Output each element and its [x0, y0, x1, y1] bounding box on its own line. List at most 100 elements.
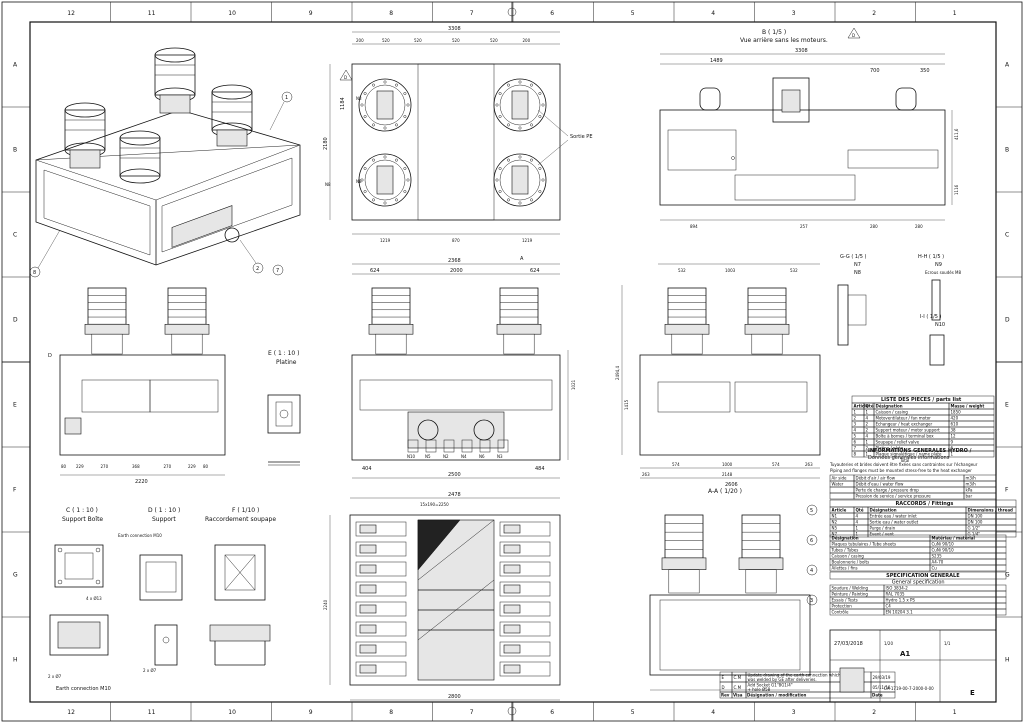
table-cell-text: Essais / Tests [832, 598, 858, 603]
side-height-dim-2: 1415 [624, 399, 629, 410]
motor [87, 287, 127, 325]
top-dim-label: 520 [452, 38, 460, 43]
table-header: Désignation [832, 536, 859, 541]
slot [499, 581, 551, 597]
table-cell-text: Tubes / Tubes [831, 548, 859, 553]
border-row-label: F [1005, 487, 1009, 494]
motor-flange [368, 323, 414, 335]
slot-port [503, 544, 521, 554]
flange-bolt [406, 178, 410, 182]
motor-hood [751, 333, 783, 355]
flange-bolt [518, 201, 522, 205]
slot [355, 661, 407, 677]
flange [493, 78, 547, 132]
left-dim-label: 270 [164, 464, 172, 469]
table-cell-text: 4 [866, 416, 869, 421]
slot [499, 641, 551, 657]
front-dim-2: 2000 [450, 268, 463, 274]
border-row-label: A [13, 62, 18, 69]
slot [355, 561, 407, 577]
side-dim-label: 532 [790, 268, 798, 273]
table-cell-text: 1 [856, 532, 859, 537]
side-total-dim: 2606 [725, 482, 738, 488]
table-cell [829, 492, 855, 500]
top-dim-label: 200 [523, 38, 531, 43]
flange-port [511, 90, 529, 120]
bottom-side-dim: 2240 [323, 599, 328, 610]
table-cell-text: S235 [932, 554, 943, 559]
section-aa-label: A-A ( 1/20 ) [708, 488, 742, 495]
side-dim-label: 1003 [725, 268, 736, 273]
revision-header: Visa [733, 693, 743, 698]
top-side-dim-2: 1184 [340, 97, 346, 110]
flange-bolt [360, 103, 364, 107]
table-title-cell [829, 571, 1007, 580]
detail-e: E ( 1 : 10 ) Platine [267, 350, 301, 466]
flange-bolt [495, 103, 499, 107]
table-header: Article [854, 404, 869, 409]
border-col-label: 3 [792, 709, 796, 716]
border-col-label: 12 [67, 10, 75, 17]
table-cell-text: 1 [951, 452, 954, 457]
flange-bolt [406, 103, 410, 107]
flange-bolt [363, 167, 367, 170]
revision-header: Date [872, 693, 883, 698]
slot [499, 521, 551, 537]
motor [747, 287, 787, 325]
svg-text:6: 6 [810, 538, 813, 544]
border-col-label: 9 [309, 10, 313, 17]
svg-text:D: D [48, 353, 52, 359]
flange-bolt [518, 155, 522, 159]
flange-port [376, 165, 394, 195]
table-cell-text: ISO 3834-2 [886, 586, 909, 591]
table-cell-text: 4 [854, 428, 857, 433]
top-outlet-label: Sortie PE [570, 134, 592, 140]
table-cell-text: CuNi 90/10 [932, 542, 955, 547]
section-gg-n2: N8 [854, 270, 861, 276]
table-cell-text: Water [832, 482, 844, 487]
motor-flange [738, 557, 784, 570]
table-cell-text: 1 [866, 410, 869, 415]
table-cell-text: CuNi 90/10 [932, 548, 955, 553]
table-cell-text: EN 10204 3.1 [886, 610, 914, 615]
table-cell-text: Plaques tubulaires / Tube sheets [832, 542, 897, 547]
svg-text:8: 8 [33, 270, 36, 276]
flange-bolt [507, 123, 510, 127]
table-header: Désignation [870, 508, 897, 513]
flange-bolt [360, 178, 364, 182]
top-bottom-dim-label: 1219 [380, 238, 391, 243]
flange-bolt [541, 103, 545, 107]
table-subtitle: General specification [892, 580, 945, 586]
flange-inner [499, 84, 541, 126]
title-block-format: A1 [900, 650, 910, 658]
flange-bolt [363, 115, 367, 118]
flange-bolt [383, 80, 387, 84]
slot-port [359, 664, 377, 674]
section-gg-n: N7 [854, 262, 861, 268]
side-bottom-dim-label: 574 [772, 462, 780, 467]
table-cell [948, 438, 995, 446]
detail-d: D ( 1 : 10 ) Support 2 x Ø7 Earth connec… [56, 507, 183, 692]
table-cell-text: DN 100 [968, 520, 983, 525]
flange-port [511, 165, 529, 195]
title-block-date: 27/03/2018 [834, 641, 863, 647]
flange-bolt [530, 198, 533, 202]
svg-text:411,6: 411,6 [954, 128, 959, 140]
back-view: B ( 1/5 ) Vue arrière sans les moteurs. … [659, 27, 959, 229]
side-dim-label: 532 [678, 268, 686, 273]
flange-bolt [403, 92, 407, 95]
table-cell [929, 564, 1007, 572]
bottom-pitch-dim: 15x190=2250 [420, 502, 449, 507]
table-cell-text: Soudure / Welding [832, 586, 869, 591]
border-row-label: D [1005, 317, 1010, 324]
back-bottom-dim-label: 894 [690, 224, 698, 229]
table-cell-text: kPa [966, 488, 974, 493]
front-overall-dim: 2368 [448, 258, 461, 264]
back-dim-1: 1489 [710, 58, 723, 64]
slot-port [359, 604, 377, 614]
slot [355, 541, 407, 557]
border-col-label: 4 [711, 10, 715, 17]
